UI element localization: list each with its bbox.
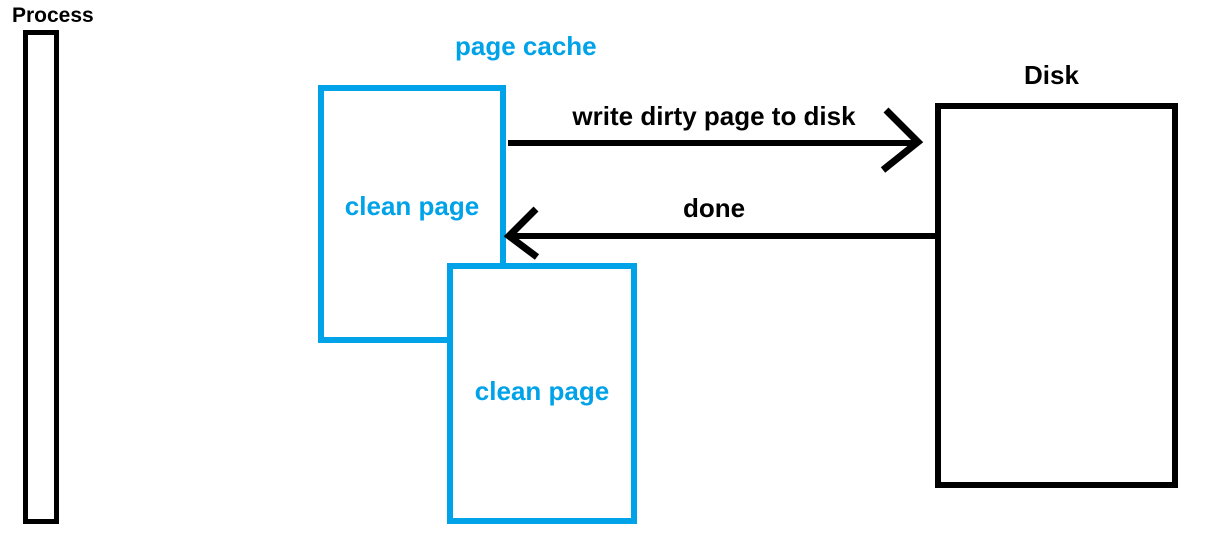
clean-page-box-1: clean page <box>318 85 506 343</box>
process-box <box>23 30 59 524</box>
done-arrow-label: done <box>682 193 746 223</box>
write-arrow-label: write dirty page to disk <box>572 101 856 131</box>
clean-page-label-2: clean page <box>474 376 610 406</box>
clean-page-box-2: clean page <box>447 263 637 524</box>
disk-box <box>935 103 1178 488</box>
disk-label: Disk <box>1024 60 1079 90</box>
clean-page-label-1: clean page <box>344 190 480 221</box>
process-label: Process <box>12 4 94 27</box>
page-cache-label: page cache <box>455 31 597 61</box>
